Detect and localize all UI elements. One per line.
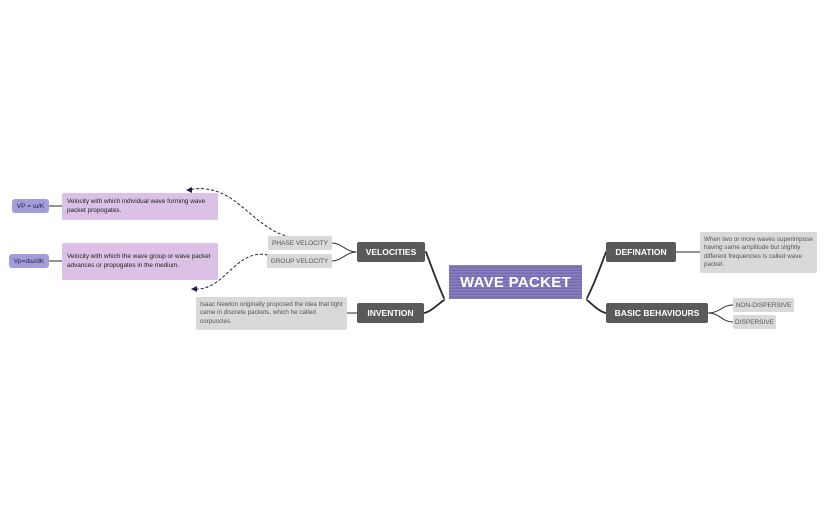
invention-description[interactable]: Isaac Newton originally proposed the ide… <box>196 297 347 330</box>
topic-basic-behaviours[interactable]: BASIC BEHAVIOURS <box>606 303 708 323</box>
topic-velocities[interactable]: VELOCITIES <box>357 242 425 262</box>
connector-central-velocities <box>425 251 445 299</box>
connector-velocities-group <box>331 251 357 262</box>
connector-velocities-phase <box>331 242 357 253</box>
topic-defination-label: DEFINATION <box>615 247 667 257</box>
defination-description[interactable]: When two or more waves superimpose havin… <box>700 232 817 273</box>
connector-central-invention <box>423 299 445 314</box>
topic-defination[interactable]: DEFINATION <box>606 242 676 262</box>
topic-velocities-label: VELOCITIES <box>365 247 417 257</box>
formula-group-velocity[interactable]: Vp=dɯ/dK <box>9 254 49 268</box>
callout-phase-velocity-text: Velocity with which individual wave form… <box>67 198 206 214</box>
subtopic-dispersive[interactable]: DISPERSIVE <box>733 315 776 329</box>
subtopic-non-dispersive-label: NON-DISPERSIVE <box>735 301 792 309</box>
defination-description-text: When two or more waves superimpose havin… <box>704 236 813 268</box>
topic-basic-behaviours-label: BASIC BEHAVIOURS <box>614 308 700 318</box>
callout-group-velocity-text: Velocity with which the wave group or wa… <box>67 253 211 269</box>
subtopic-group-velocity-label: GROUP VELOCITY <box>270 257 329 265</box>
subtopic-phase-velocity-label: PHASE VELOCITY <box>272 239 328 247</box>
dashed-connector-group-callout <box>192 253 269 290</box>
topic-invention-label: INVENTION <box>367 308 414 318</box>
callout-phase-velocity[interactable]: Velocity with which individual wave form… <box>62 193 218 220</box>
arrowhead-group-icon <box>191 286 197 292</box>
central-topic[interactable]: WAVE PACKET <box>449 265 582 299</box>
subtopic-dispersive-label: DISPERSIVE <box>734 318 774 326</box>
formula-phase-velocity[interactable]: VP = ɯ/K <box>12 199 49 213</box>
topic-invention[interactable]: INVENTION <box>357 303 424 323</box>
formula-group-velocity-text: Vp=dɯ/dK <box>13 257 45 265</box>
central-topic-label: WAVE PACKET <box>459 273 572 291</box>
formula-phase-velocity-text: VP = ɯ/K <box>16 202 45 210</box>
connector-behaviours-nondispersive <box>707 304 734 314</box>
subtopic-group-velocity[interactable]: GROUP VELOCITY <box>267 254 332 268</box>
dashed-connector-phase-callout <box>187 188 291 238</box>
connector-central-basic-behaviours <box>586 299 607 314</box>
arrowhead-phase-icon <box>186 187 192 193</box>
subtopic-non-dispersive[interactable]: NON-DISPERSIVE <box>733 298 794 312</box>
callout-group-velocity[interactable]: Velocity with which the wave group or wa… <box>62 243 218 280</box>
subtopic-phase-velocity[interactable]: PHASE VELOCITY <box>268 236 332 250</box>
connector-behaviours-dispersive <box>707 312 734 323</box>
invention-description-text: Isaac Newton originally proposed the ide… <box>200 301 343 325</box>
connector-central-defination <box>586 251 607 299</box>
